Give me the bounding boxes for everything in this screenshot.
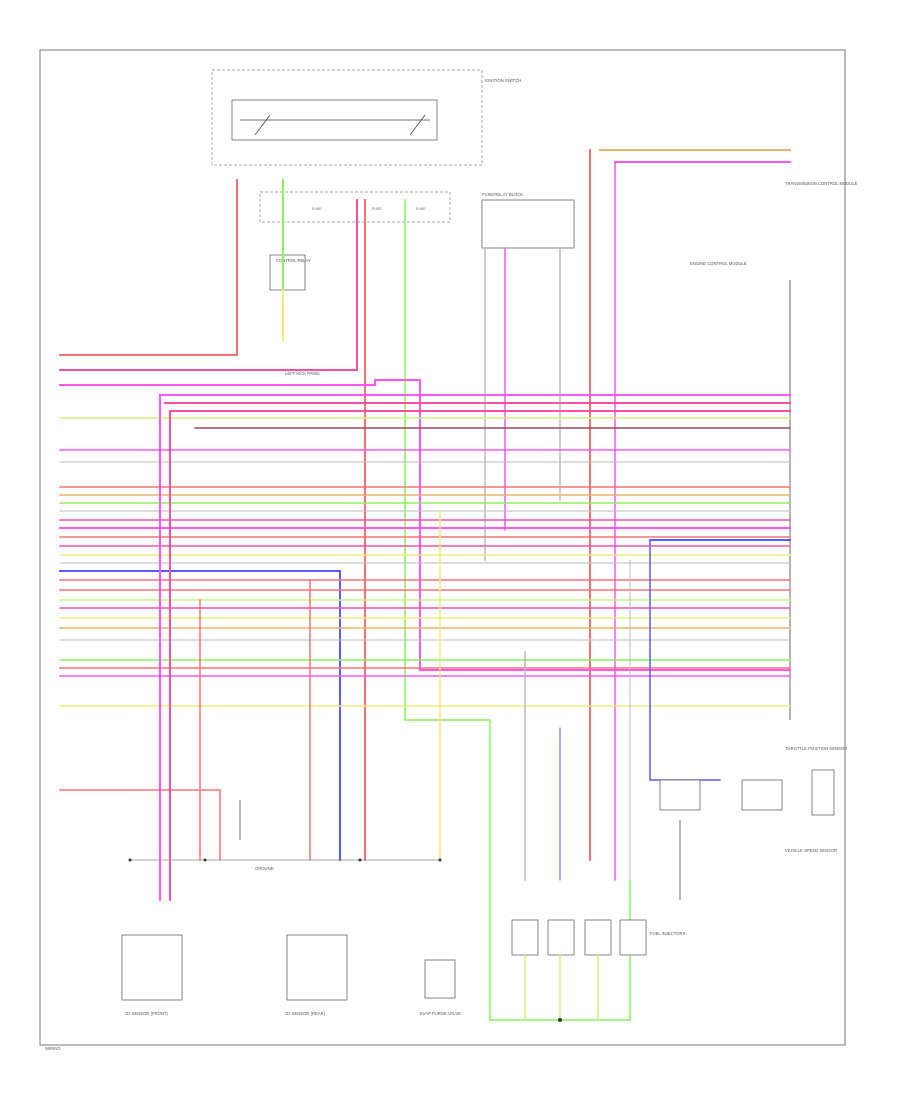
o2-sensor-rear-label: O2 SENSOR (REAR) [285, 1011, 326, 1016]
ecm-connector: ENGINE CONTROL MODULE TRANSMISSION CONTR… [690, 181, 858, 853]
vehicle-speed-sensor-label: VEHICLE SPEED SENSOR [785, 848, 837, 853]
fuse-a-label: FUSE [312, 207, 322, 211]
control-relay-label: CONTROL RELAY [276, 258, 311, 263]
lower-drops [129, 394, 791, 901]
feed-wires [59, 149, 791, 1021]
ignition-switch-label: IGNITION SWITCH [485, 78, 521, 83]
fuel-injectors: FUEL INJECTORS [511, 919, 686, 1021]
fuse-block-label: FUSE/RELAY BLOCK [482, 192, 523, 197]
diagram-border [39, 49, 846, 1046]
o2-sensor-front-label: O2 SENSOR (FRONT) [125, 1011, 168, 1016]
splice-dots [128, 858, 562, 1022]
o2-sensor-rear: O2 SENSOR (REAR) [285, 934, 348, 1016]
fuse-block: FUSE/RELAY BLOCK CONTROL RELAY LEFT KICK… [259, 191, 575, 376]
fuse-b-label: FUSE [372, 207, 382, 211]
throttle-position-sensor-label: THROTTLE POSITION SENSOR [785, 746, 847, 751]
harness-bus [59, 379, 791, 861]
o2-sensor-front: O2 SENSOR (FRONT) [121, 934, 183, 1016]
fuel-injectors-label: FUEL INJECTORS [650, 931, 686, 936]
footer-code: WIRING [45, 1046, 61, 1051]
ground-point: GROUND [239, 800, 274, 871]
ecm-label: ENGINE CONTROL MODULE [690, 261, 747, 266]
ground-label: GROUND [255, 866, 274, 871]
evap-valve-label: EVAP PURGE VALVE [420, 1011, 461, 1016]
left-kick-panel-label: LEFT KICK PANEL [285, 371, 321, 376]
vehicle-speed-sensor [659, 769, 835, 900]
fuse-c-label: FUSE [416, 207, 426, 211]
tcm-label: TRANSMISSION CONTROL MODULE [785, 181, 858, 186]
evap-valve: EVAP PURGE VALVE [420, 959, 461, 1016]
ignition-switch: IGNITION SWITCH [211, 69, 521, 166]
